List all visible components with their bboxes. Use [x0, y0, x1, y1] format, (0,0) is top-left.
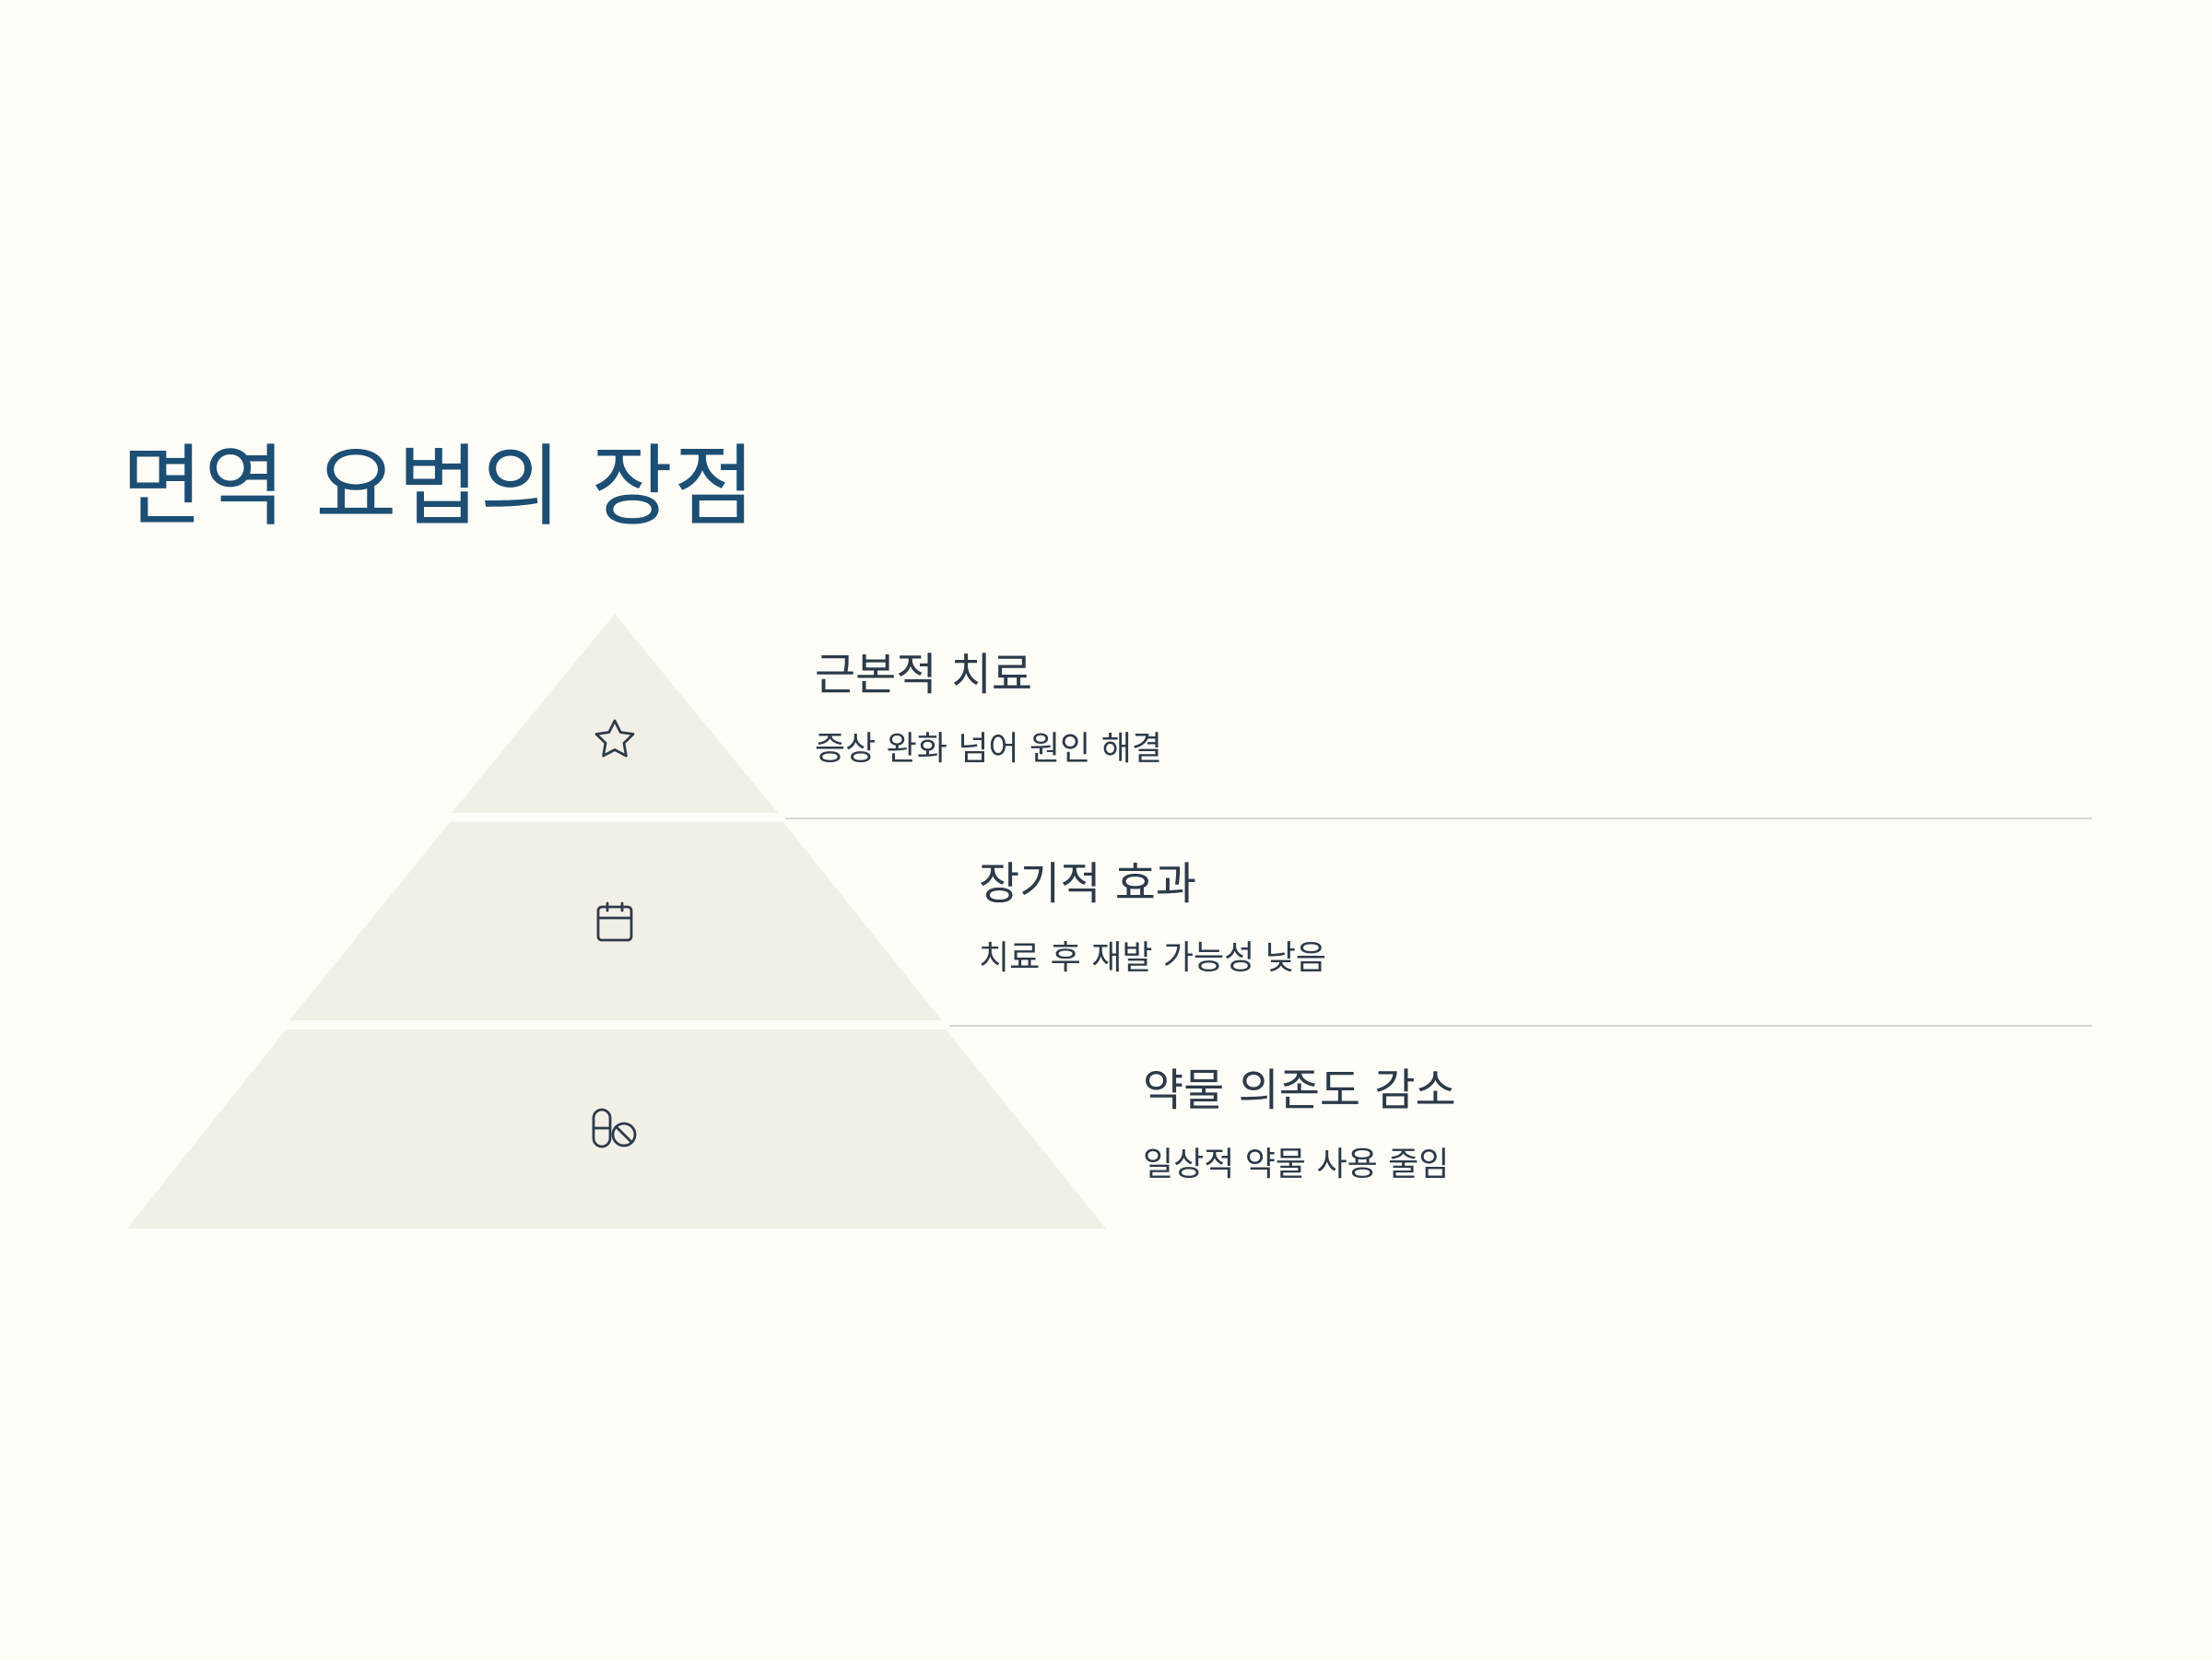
level-2-title: 장기적 효과 — [979, 858, 1197, 910]
level-3-title: 약물 의존도 감소 — [1143, 1065, 1456, 1116]
level-2-description: 치료 후 재발 가능성 낮음 — [979, 939, 1326, 977]
pill-off-icon — [592, 1108, 637, 1148]
page-title: 면역 요법의 장점 — [122, 435, 757, 538]
level-1-description: 증상 완화 넘어 원인 해결 — [815, 730, 1162, 768]
level-3-description: 일상적 약물 사용 줄임 — [1143, 1146, 1450, 1183]
star-icon — [594, 719, 635, 758]
pyramid-tier-bottom — [127, 1030, 1106, 1229]
pyramid-tier-top — [452, 614, 778, 813]
calendar-icon — [596, 901, 633, 942]
level-1-title: 근본적 치료 — [815, 649, 1033, 700]
pyramid-tier-middle — [289, 822, 942, 1020]
